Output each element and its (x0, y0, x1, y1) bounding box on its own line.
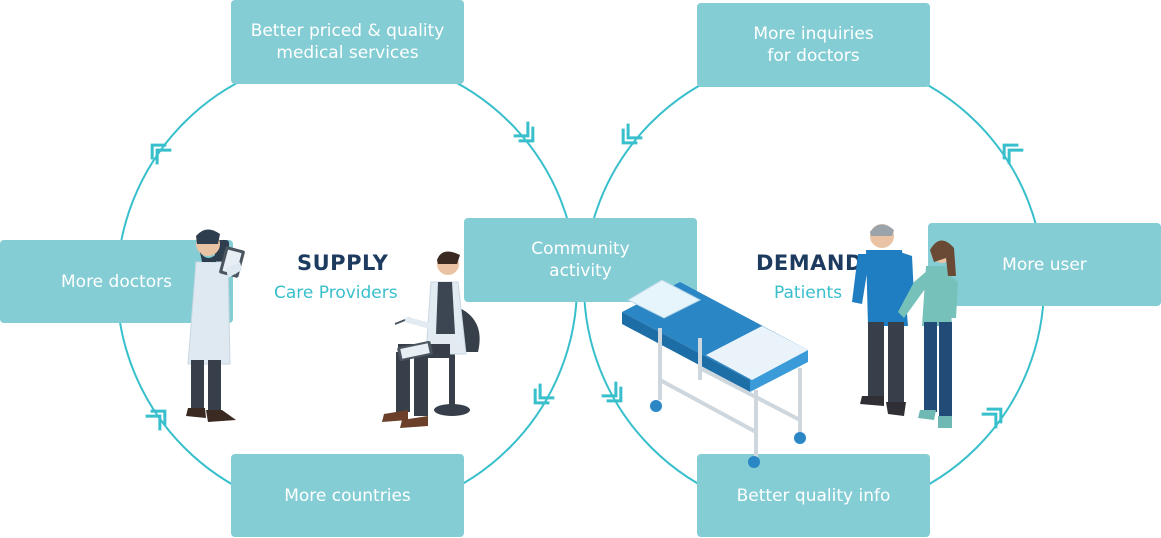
supply-subheading: Care Providers (274, 283, 398, 303)
arrow-icon (513, 121, 535, 143)
supply-bottom-box: More countries (231, 454, 464, 537)
standing-doctor-illustration (186, 229, 245, 422)
supply-bottom-box-label: More countries (284, 485, 411, 506)
demand-top-box-label: More inquiries for doctors (753, 24, 874, 66)
patients-illustration (852, 224, 958, 428)
demand-right-box: More user (928, 223, 1161, 306)
arrow-icon (601, 381, 623, 403)
center-box: Community activity (464, 218, 697, 302)
arrow-icon (1002, 143, 1024, 165)
supply-left-box-label: More doctors (61, 271, 172, 292)
arrow-icon (145, 409, 167, 431)
demand-subheading: Patients (774, 283, 843, 303)
demand-right-box-label: More user (1002, 254, 1087, 275)
center-box-label: Community activity (531, 239, 630, 281)
demand-top-box: More inquiries for doctors (697, 3, 930, 87)
hospital-bed-illustration (622, 279, 808, 468)
demand-bottom-box-label: Better quality info (736, 485, 891, 506)
seated-doctor-illustration (382, 251, 480, 428)
supply-top-box-label: Better priced & quality medical services (250, 21, 445, 63)
demand-bottom-box: Better quality info (697, 454, 930, 537)
supply-heading: SUPPLY (297, 251, 389, 275)
arrow-icon (621, 123, 643, 145)
supply-top-box: Better priced & quality medical services (231, 0, 464, 84)
demand-heading: DEMAND (756, 251, 863, 275)
arrow-icon (533, 383, 555, 405)
arrow-icon (981, 407, 1003, 429)
arrow-icon (150, 143, 172, 165)
